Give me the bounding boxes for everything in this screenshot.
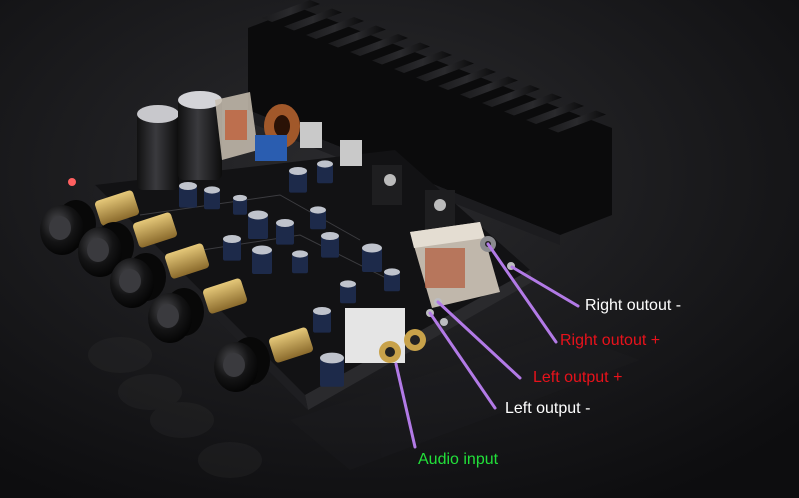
heatsink-fin [372, 42, 430, 65]
knob-cap [49, 216, 71, 240]
capacitor-top [340, 280, 356, 288]
capacitor-top [384, 268, 400, 276]
label-right-output-minus: Right outout - [585, 297, 682, 314]
knob-cap [157, 304, 179, 328]
heatsink-fin [526, 102, 584, 124]
heatsink-fin [460, 76, 518, 99]
capacitor-top [310, 206, 326, 214]
knob-cap [87, 238, 109, 262]
capacitor-top [248, 210, 268, 220]
power-transistors [300, 122, 455, 230]
heatsink-fin [438, 68, 496, 90]
capacitor-top [233, 194, 247, 202]
capacitor [320, 358, 344, 387]
potentiometer-body [133, 212, 177, 248]
trimmer-block [255, 135, 287, 161]
capacitor-top [321, 231, 339, 241]
heatsink-fin [504, 93, 562, 116]
callout-line-right-output-plus [486, 242, 558, 344]
power-led [68, 178, 76, 186]
heatsink-fin [262, 0, 320, 22]
potentiometer-body [95, 190, 139, 226]
capacitor [362, 248, 382, 272]
capacitor [340, 284, 356, 304]
capacitor-top [252, 245, 272, 255]
capacitor-top [204, 186, 220, 194]
label-right-output-plus: Right outout + [560, 332, 661, 349]
potentiometer-body [203, 278, 247, 314]
output-relay [410, 222, 500, 308]
capacitor [321, 236, 339, 258]
filter-capacitors [137, 91, 222, 190]
capacitor-top [317, 160, 333, 168]
heatsink-fin [328, 25, 386, 48]
capacitor [276, 223, 294, 245]
capacitor [310, 210, 326, 230]
capacitor [384, 272, 400, 292]
capacitor-top [362, 243, 382, 253]
heatsink-fin [482, 85, 540, 107]
capacitor-top [276, 218, 294, 228]
knob-cap [223, 353, 245, 377]
potentiometer-body [269, 327, 313, 363]
capacitor [313, 311, 331, 333]
capacitor [317, 164, 333, 184]
control-knobs [40, 190, 313, 392]
callout-line-right-output-minus [510, 265, 580, 308]
callout-line-left-output-plus [436, 300, 522, 380]
capacitor-top [320, 352, 344, 364]
capacitor-top [179, 181, 197, 191]
heatsink-fin [416, 59, 474, 82]
capacitor [289, 171, 307, 193]
heatsink-fin [284, 8, 342, 31]
capacitor [292, 254, 308, 274]
potentiometer-body [165, 243, 209, 279]
rear-relay [215, 92, 258, 160]
heatsink-fin [548, 110, 606, 133]
heatsink-fin [350, 34, 408, 56]
label-left-output-plus: Left output + [533, 369, 623, 386]
capacitor-top [223, 234, 241, 244]
capacitor [223, 239, 241, 261]
capacitor [179, 186, 197, 208]
reflection [88, 330, 640, 478]
callout-lines [394, 242, 580, 449]
capacitor [204, 190, 220, 210]
capacitor [233, 198, 247, 215]
heatsink-fin [394, 51, 452, 73]
capacitor-top [313, 306, 331, 316]
capacitor [248, 215, 268, 239]
capacitor-top [289, 166, 307, 176]
callout-line-audio-input [394, 362, 417, 449]
capacitor [252, 250, 272, 274]
label-left-output-minus: Left output - [505, 400, 591, 417]
rca-input-jacks [345, 308, 426, 363]
label-audio-input: Audio input [418, 451, 499, 468]
heatsink-fin [306, 17, 364, 39]
capacitor-top [292, 250, 308, 258]
callout-line-left-output-minus [428, 311, 497, 410]
knob-cap [119, 269, 141, 293]
